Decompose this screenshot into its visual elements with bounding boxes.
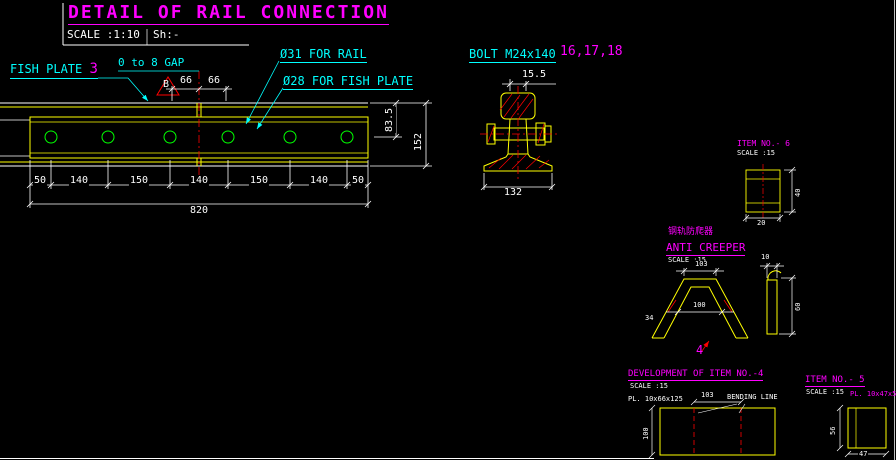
- dim-segment: 140: [68, 175, 90, 187]
- plate-detail-title: ITEM NO.- 6: [737, 139, 790, 148]
- dim-total-820: 820: [188, 205, 210, 217]
- item5-title: ITEM NO.- 5: [805, 375, 865, 388]
- dim-segment: 140: [188, 175, 210, 187]
- anti-creeper-sub-dim-h: 60: [794, 301, 803, 312]
- plate-hole-label: Ø28 FOR FISH PLATE: [283, 74, 414, 90]
- bolt-item-numbers: 16,17,18: [560, 44, 623, 59]
- anti-creeper-title: ANTI CREEPER: [666, 241, 746, 256]
- anti-creeper-drawing: [651, 262, 796, 352]
- anti-creeper-scale: SCALE :15: [668, 256, 706, 264]
- anti-creeper-dim-top: 103: [694, 260, 709, 269]
- item5-drawing: [836, 404, 890, 458]
- dim-segment: 150: [128, 175, 150, 187]
- item5-plate-label: PL. 10x47x56: [850, 390, 896, 398]
- plate-detail-dim-a: 40: [794, 187, 803, 198]
- dim-66-left: 66: [179, 75, 194, 87]
- rail-hole-label: Ø31 FOR RAIL: [280, 47, 367, 63]
- development-plate-label: PL. 10x66x125: [628, 395, 683, 403]
- item5-dim-h: 56: [829, 425, 838, 436]
- development-drawing: [648, 398, 776, 459]
- item5-dim-w: 47: [858, 450, 869, 459]
- fish-plate-label: FISH PLATE 3: [10, 62, 98, 79]
- anti-creeper-sub-dim-t: 10: [760, 253, 771, 262]
- dim-foot-132: 132: [503, 187, 524, 199]
- section-marker-triangle: [156, 76, 180, 96]
- bolt-label: BOLT M24x140: [469, 47, 556, 63]
- gap-label: 0 to 8 GAP: [118, 56, 185, 69]
- anti-creeper-dim-mid: 100: [692, 301, 707, 310]
- dim-segment: 50: [350, 175, 366, 187]
- development-dim-left: 100: [642, 426, 651, 441]
- sheet-number: Sh:-: [153, 28, 180, 41]
- drawing-title: DETAIL OF RAIL CONNECTION: [68, 2, 389, 25]
- section-marker-letter: B: [163, 79, 170, 90]
- plate-detail-dim-b: 20: [756, 219, 767, 228]
- title-block-frame: [62, 3, 249, 46]
- fish-plate-label-text: FISH PLATE: [10, 62, 83, 76]
- anti-creeper-item-number: 4: [696, 343, 704, 357]
- anti-creeper-title-cn: 钢轨防爬器: [668, 227, 714, 237]
- development-dim-top: 103: [700, 391, 715, 400]
- drawing-scale: SCALE :1:10: [67, 28, 140, 41]
- bending-line-label: BENDING LINE: [727, 393, 778, 401]
- dim-segment: 150: [248, 175, 270, 187]
- development-scale: SCALE :15: [630, 382, 668, 390]
- bolt-dimensions: [480, 79, 556, 191]
- dim-segment: 50: [32, 175, 48, 187]
- leader-lines: [98, 60, 284, 130]
- fish-plate-item-number: 3: [89, 61, 98, 77]
- item5-scale: SCALE :15: [806, 388, 844, 396]
- development-title: DEVELOPMENT OF ITEM NO.-4: [628, 369, 764, 382]
- dim-83-5: 83.5: [384, 106, 396, 133]
- bolt-drawing: [480, 86, 558, 180]
- dim-segment: 140: [308, 175, 330, 187]
- anti-creeper-dim-side: 34: [645, 314, 654, 322]
- fish-plate-dimensions: [26, 85, 432, 208]
- plate-detail-drawing: [742, 164, 796, 222]
- dim-web-15-5: 15.5: [521, 69, 548, 81]
- dim-152: 152: [413, 131, 425, 152]
- dim-66-right: 66: [207, 75, 222, 87]
- plate-detail-scale: SCALE :15: [737, 149, 775, 157]
